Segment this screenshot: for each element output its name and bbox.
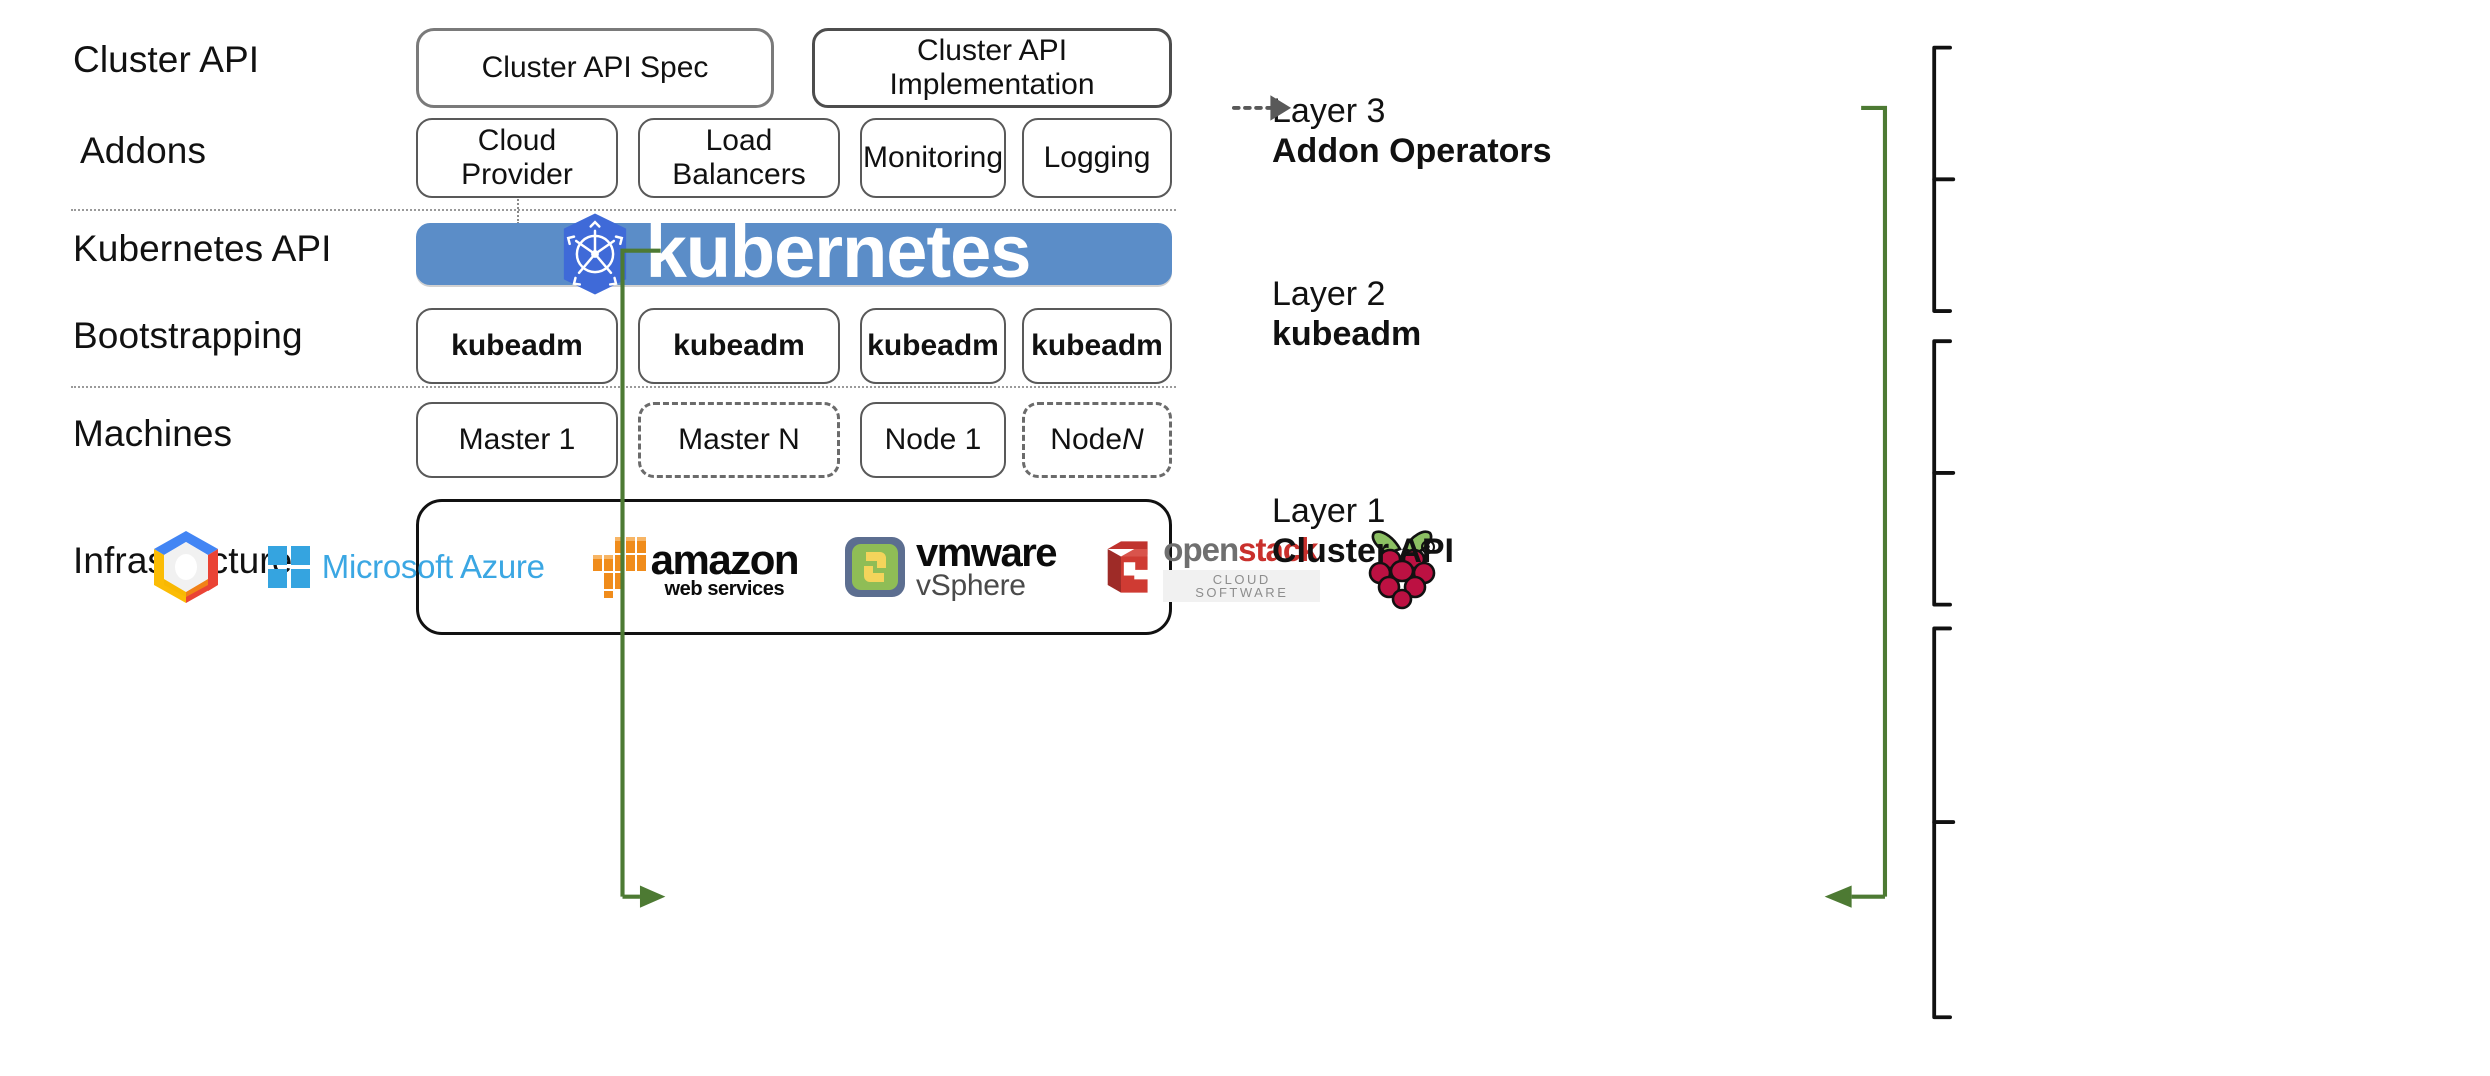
layer-2-number: Layer 2 [1272, 275, 1386, 313]
bootstrap-label-4: kubeadm [1031, 329, 1163, 362]
row-label-cluster-api: Cluster API [73, 39, 260, 80]
openstack-logo: openstack CLOUD SOFTWARE [1102, 530, 1321, 602]
machine-box-node-n[interactable]: Node N [1022, 402, 1172, 478]
addon-label-monitoring: Monitoring [862, 141, 1004, 174]
bootstrap-box-2[interactable]: kubeadm [638, 308, 840, 384]
machine-label-node-1: Node 1 [884, 423, 982, 456]
machine-label-master-n: Master N [678, 423, 800, 456]
vmware-wordmark: vmware [916, 530, 1057, 575]
bootstrap-box-1[interactable]: kubeadm [416, 308, 618, 384]
vmware-vsphere-logo: vmware vSphere [844, 530, 1058, 602]
openstack-cube-icon [1107, 541, 1148, 593]
addon-box-monitoring[interactable]: Monitoring [860, 118, 1006, 198]
kubernetes-wordmark: kubernetes [645, 210, 1032, 293]
implementation-to-infrastructure-arrow [1861, 105, 1888, 897]
cluster-api-spec-label: Cluster API Spec [481, 51, 709, 84]
row-label-bootstrapping: Bootstrapping [73, 315, 303, 356]
row-label-addons: Addons [80, 130, 207, 171]
layer-1-label: Layer 1 Cluster API [1272, 491, 1454, 571]
row-label-kubernetes-api: Kubernetes API [73, 228, 332, 269]
infrastructure-logo-strip: Microsoft Azure amazon web service [153, 499, 1436, 635]
bootstrap-label-3: kubeadm [867, 329, 999, 362]
infrastructure-inbound-arrowhead-left [622, 885, 666, 908]
layer-1-bracket [1932, 626, 1956, 1020]
svg-text:R: R [1425, 544, 1431, 553]
google-cloud-platform-logo [150, 529, 222, 605]
machine-label-master-1: Master 1 [458, 423, 576, 456]
machine-label-node-n-suffix: N [1122, 423, 1144, 456]
bootstrap-label-2: kubeadm [673, 329, 805, 362]
kubernetes-helm-wheel-icon [558, 212, 632, 296]
row-label-machines: Machines [73, 413, 233, 454]
layer-3-number: Layer 3 [1272, 92, 1386, 130]
machine-box-master-n[interactable]: Master N [638, 402, 840, 478]
cluster-api-implementation-box[interactable]: Cluster API Implementation [812, 28, 1172, 108]
addon-label-load-balancers: Load Balancers [672, 124, 806, 191]
raspberry-pi-logo: R [1366, 523, 1438, 611]
openstack-subtext: CLOUD SOFTWARE [1163, 569, 1321, 602]
bootstrap-box-4[interactable]: kubeadm [1022, 308, 1172, 384]
azure-wordmark: Microsoft Azure [321, 548, 545, 585]
addon-label-cloud-provider: Cloud Provider [461, 124, 573, 191]
vsphere-icon [845, 536, 906, 597]
cluster-api-spec-box[interactable]: Cluster API Spec [416, 28, 774, 108]
openstack-wordmark: openstack [1163, 530, 1318, 568]
layer-3-bracket [1932, 45, 1956, 313]
machine-box-node-1[interactable]: Node 1 [860, 402, 1006, 478]
addon-box-load-balancers[interactable]: Load Balancers [638, 118, 840, 198]
microsoft-azure-logo: Microsoft Azure [267, 546, 545, 588]
aws-cubes-icon [592, 537, 646, 598]
kubernetes-api-banner: kubernetes [416, 213, 1172, 295]
addon-label-logging: Logging [1043, 141, 1151, 174]
layer-2-bracket [1932, 339, 1956, 607]
layer-1-number: Layer 1 [1272, 492, 1386, 530]
amazon-wordmark: amazon [650, 536, 800, 584]
machine-label-node-n: Node [1050, 423, 1123, 456]
layer-separator-top [71, 209, 1176, 211]
bootstrap-box-3[interactable]: kubeadm [860, 308, 1006, 384]
layer-separator-bottom [71, 386, 1176, 388]
amazon-web-services-logo: amazon web services [591, 535, 800, 600]
layer-1-name: Cluster API [1272, 532, 1455, 571]
addon-box-cloud-provider[interactable]: Cloud Provider [416, 118, 618, 198]
vsphere-subtext: vSphere [916, 568, 1026, 602]
layer-2-label: Layer 2 kubeadm [1272, 274, 1421, 354]
bootstrap-label-1: kubeadm [451, 329, 583, 362]
aws-subtext: web services [664, 578, 785, 600]
infrastructure-inbound-arrowhead-right [1824, 885, 1885, 908]
addon-box-logging[interactable]: Logging [1022, 118, 1172, 198]
machine-box-master-1[interactable]: Master 1 [416, 402, 618, 478]
layer-3-label: Layer 3 Addon Operators [1272, 91, 1552, 171]
azure-window-icon [267, 546, 310, 588]
cloud-provider-to-kubernetes-connector [517, 196, 519, 224]
layer-2-name: kubeadm [1272, 315, 1422, 354]
cluster-api-implementation-label: Cluster API Implementation [889, 34, 1095, 101]
infrastructure-container [416, 499, 1172, 635]
layer-3-name: Addon Operators [1272, 132, 1552, 171]
